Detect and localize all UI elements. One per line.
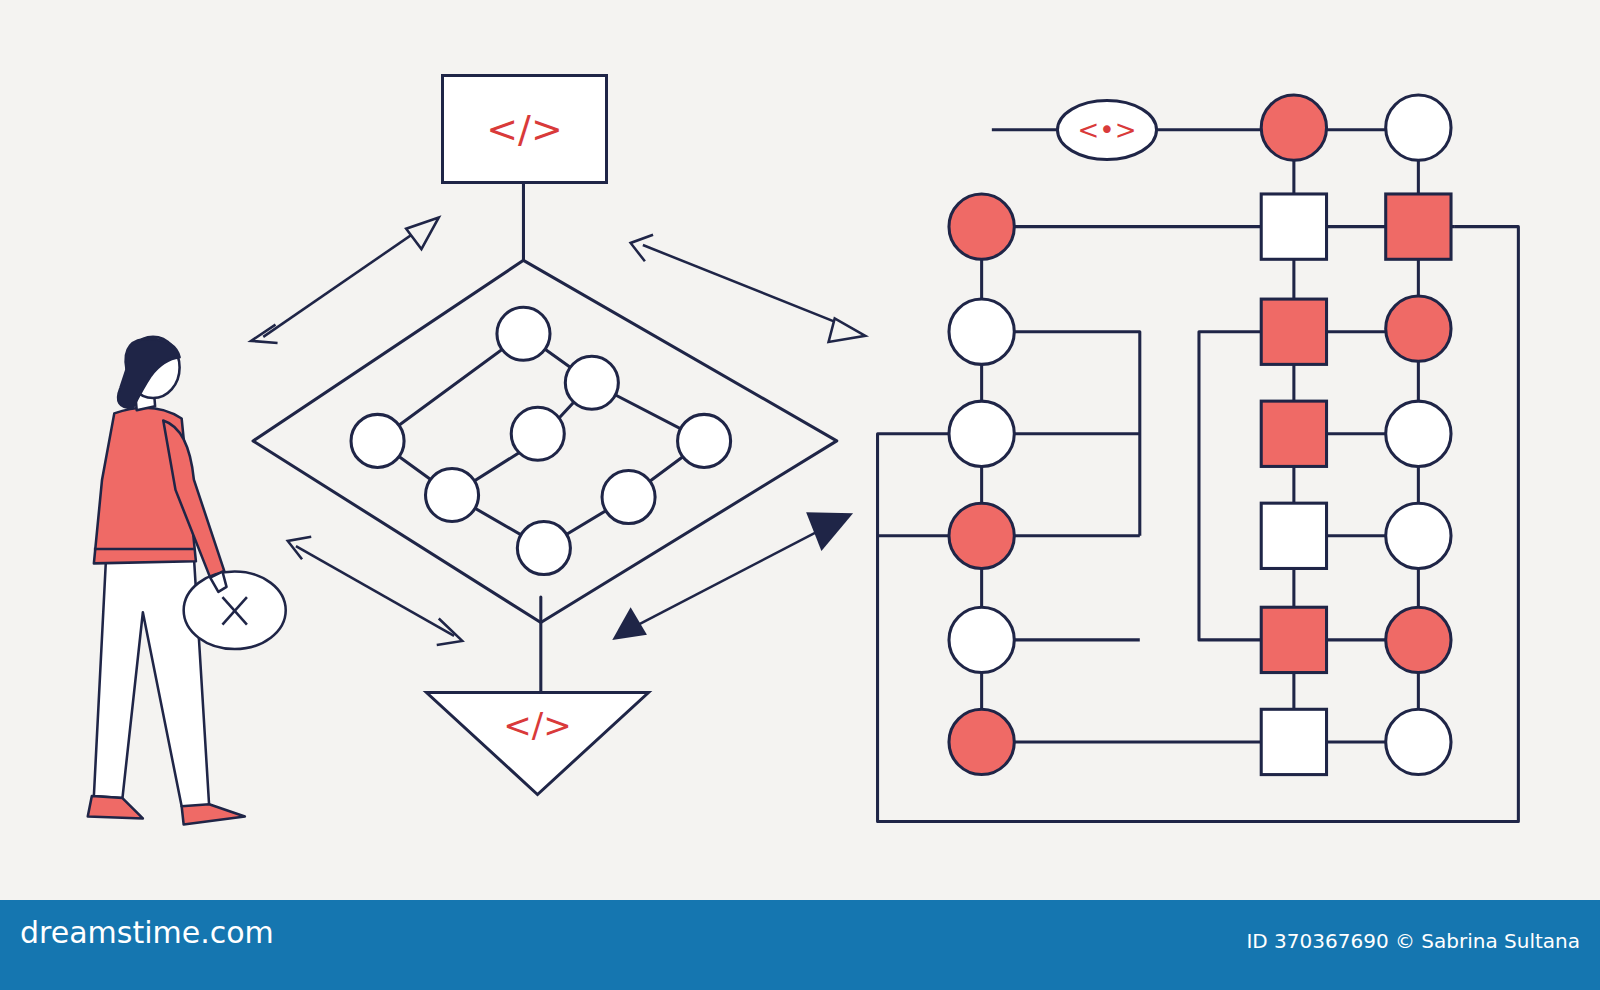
code-symbol: </> [486, 107, 562, 151]
code-oval-shape [1058, 101, 1157, 160]
code-oval: <•> [1056, 99, 1158, 161]
code-symbol: <•> [1078, 115, 1137, 145]
code-triangle: </> [425, 691, 650, 796]
code-triangle-shape [427, 693, 649, 795]
image-credit: ID 370367690 © Sabrina Sultana [1246, 929, 1580, 953]
watermark-site: dreamstime.com [20, 915, 274, 950]
code-symbol: </> [503, 705, 571, 745]
code-box-shape [443, 76, 607, 183]
code-box: </> [441, 74, 608, 184]
